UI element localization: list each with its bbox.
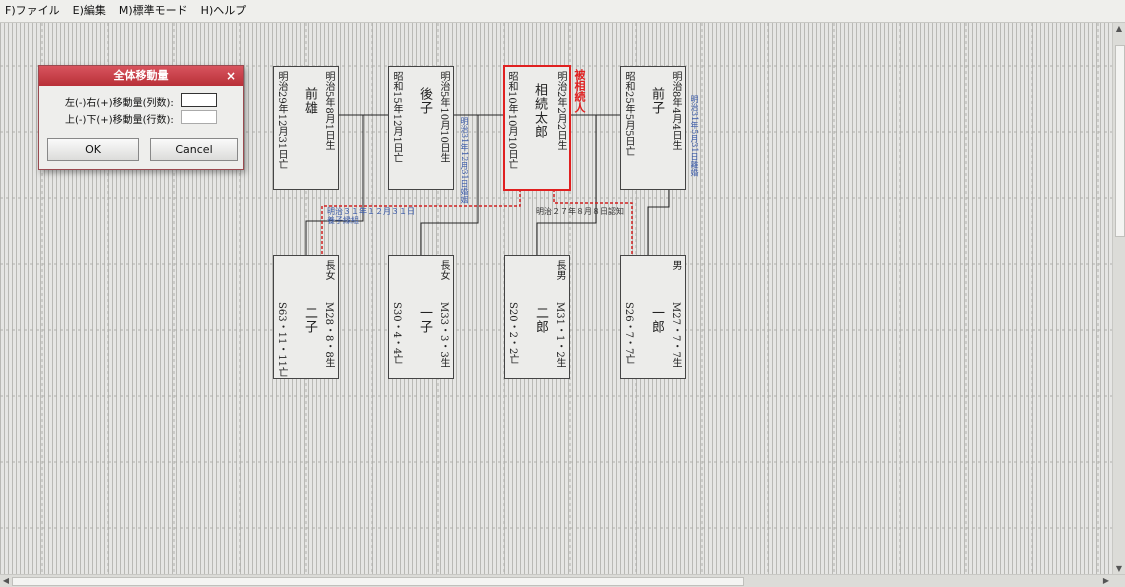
person-died: S26・7・7亡 xyxy=(623,302,634,365)
person-died: 昭和10年10月10日亡 xyxy=(506,71,517,170)
vertical-scroll-thumb[interactable] xyxy=(1115,45,1125,237)
person-died: S63・11・11亡 xyxy=(276,302,287,378)
person-name: 一子 xyxy=(417,306,432,334)
menu-help[interactable]: H)ヘルプ xyxy=(200,4,247,17)
person-name: 前雄 xyxy=(302,87,317,115)
person-name: 二郎 xyxy=(533,306,548,334)
person-box-ichiro[interactable]: 男 M27・7・7生 一郎 S26・7・7亡 xyxy=(620,255,686,379)
person-box-maeko[interactable]: 明治8年4月4日生 前子 昭和25年5月5日亡 xyxy=(620,66,686,190)
person-born: M28・8・8生 xyxy=(323,302,334,368)
horizontal-move-input[interactable] xyxy=(181,93,217,107)
person-relation: 長女 xyxy=(438,260,449,280)
close-icon[interactable]: × xyxy=(225,69,236,83)
person-relation: 長女 xyxy=(323,260,334,280)
horizontal-move-label: 左(-)右(+)移動量(列数): xyxy=(65,98,174,109)
scroll-right-icon[interactable]: ▶ xyxy=(1102,576,1110,585)
person-box-maeo[interactable]: 明治5年8月1日生 前雄 明治29年12月31日亡 xyxy=(273,66,339,190)
divorce-note: 明治31年5月31日離婚 xyxy=(690,95,699,177)
adoption-note-date: 明治３１年１２月３１日 xyxy=(327,207,415,216)
ok-button[interactable]: OK xyxy=(47,138,139,161)
person-born: 明治5年10月10日生 xyxy=(438,71,449,163)
horizontal-scrollbar[interactable]: ◀ ▶ xyxy=(0,574,1125,587)
scroll-left-icon[interactable]: ◀ xyxy=(2,576,10,585)
person-relation: 長男 xyxy=(554,260,565,280)
person-box-nishiko[interactable]: 長女 M28・8・8生 二子 S63・11・11亡 xyxy=(273,255,339,379)
cancel-button[interactable]: Cancel xyxy=(150,138,238,161)
menu-mode[interactable]: M)標準モード xyxy=(118,4,188,17)
person-relation: 男 xyxy=(670,260,681,270)
dialog-title-bar[interactable]: 全体移動量 × xyxy=(39,66,243,86)
marriage-note: 明治31年12月31日婚姻 xyxy=(460,117,469,204)
adoption-note-type: 養子縁組 xyxy=(327,216,359,225)
vertical-scrollbar[interactable]: ▲ ▼ xyxy=(1112,23,1125,575)
menu-bar: F)ファイル E)編集 M)標準モード H)ヘルプ xyxy=(0,0,1125,23)
person-born: 明治2年2月2日生 xyxy=(555,71,566,151)
person-born: M27・7・7生 xyxy=(670,302,681,368)
decedent-label: 被相続人 xyxy=(573,69,586,113)
person-died: 昭和25年5月5日亡 xyxy=(623,71,634,157)
menu-file[interactable]: F)ファイル xyxy=(5,4,60,17)
person-name: 二子 xyxy=(302,306,317,334)
vertical-move-input[interactable] xyxy=(181,110,217,124)
vertical-move-label: 上(-)下(+)移動量(行数): xyxy=(65,115,174,126)
person-box-gozuko[interactable]: 明治5年10月10日生 後子 昭和15年12月1日亡 xyxy=(388,66,454,190)
person-died: 明治29年12月31日亡 xyxy=(276,71,287,170)
person-box-ichiko[interactable]: 長女 M33・3・3生 一子 S30・4・4亡 xyxy=(388,255,454,379)
person-died: 昭和15年12月1日亡 xyxy=(391,71,402,163)
horizontal-scroll-thumb[interactable] xyxy=(12,577,744,586)
person-died: S20・2・2亡 xyxy=(507,302,518,365)
dialog-title: 全体移動量 xyxy=(113,69,169,82)
person-name: 前子 xyxy=(649,87,664,115)
person-box-jiro[interactable]: 長男 M31・1・2生 二郎 S20・2・2亡 xyxy=(504,255,570,379)
move-amount-dialog: 全体移動量 × 左(-)右(+)移動量(列数): 上(-)下(+)移動量(行数)… xyxy=(38,65,244,170)
person-name: 後子 xyxy=(417,87,432,115)
person-born: 明治8年4月4日生 xyxy=(670,71,681,151)
person-box-decedent[interactable]: 明治2年2月2日生 相続太郎 昭和10年10月10日亡 xyxy=(503,65,571,191)
scroll-up-icon[interactable]: ▲ xyxy=(1115,24,1123,33)
scroll-down-icon[interactable]: ▼ xyxy=(1115,564,1123,573)
person-born: M33・3・3生 xyxy=(438,302,449,368)
person-born: M31・1・2生 xyxy=(554,302,565,368)
person-name: 一郎 xyxy=(649,306,664,334)
menu-edit[interactable]: E)編集 xyxy=(72,4,106,17)
recognition-note: 明治２７年８月８日認知 xyxy=(536,207,624,216)
person-name: 相続太郎 xyxy=(532,83,547,139)
person-died: S30・4・4亡 xyxy=(391,302,402,365)
person-born: 明治5年8月1日生 xyxy=(323,71,334,151)
